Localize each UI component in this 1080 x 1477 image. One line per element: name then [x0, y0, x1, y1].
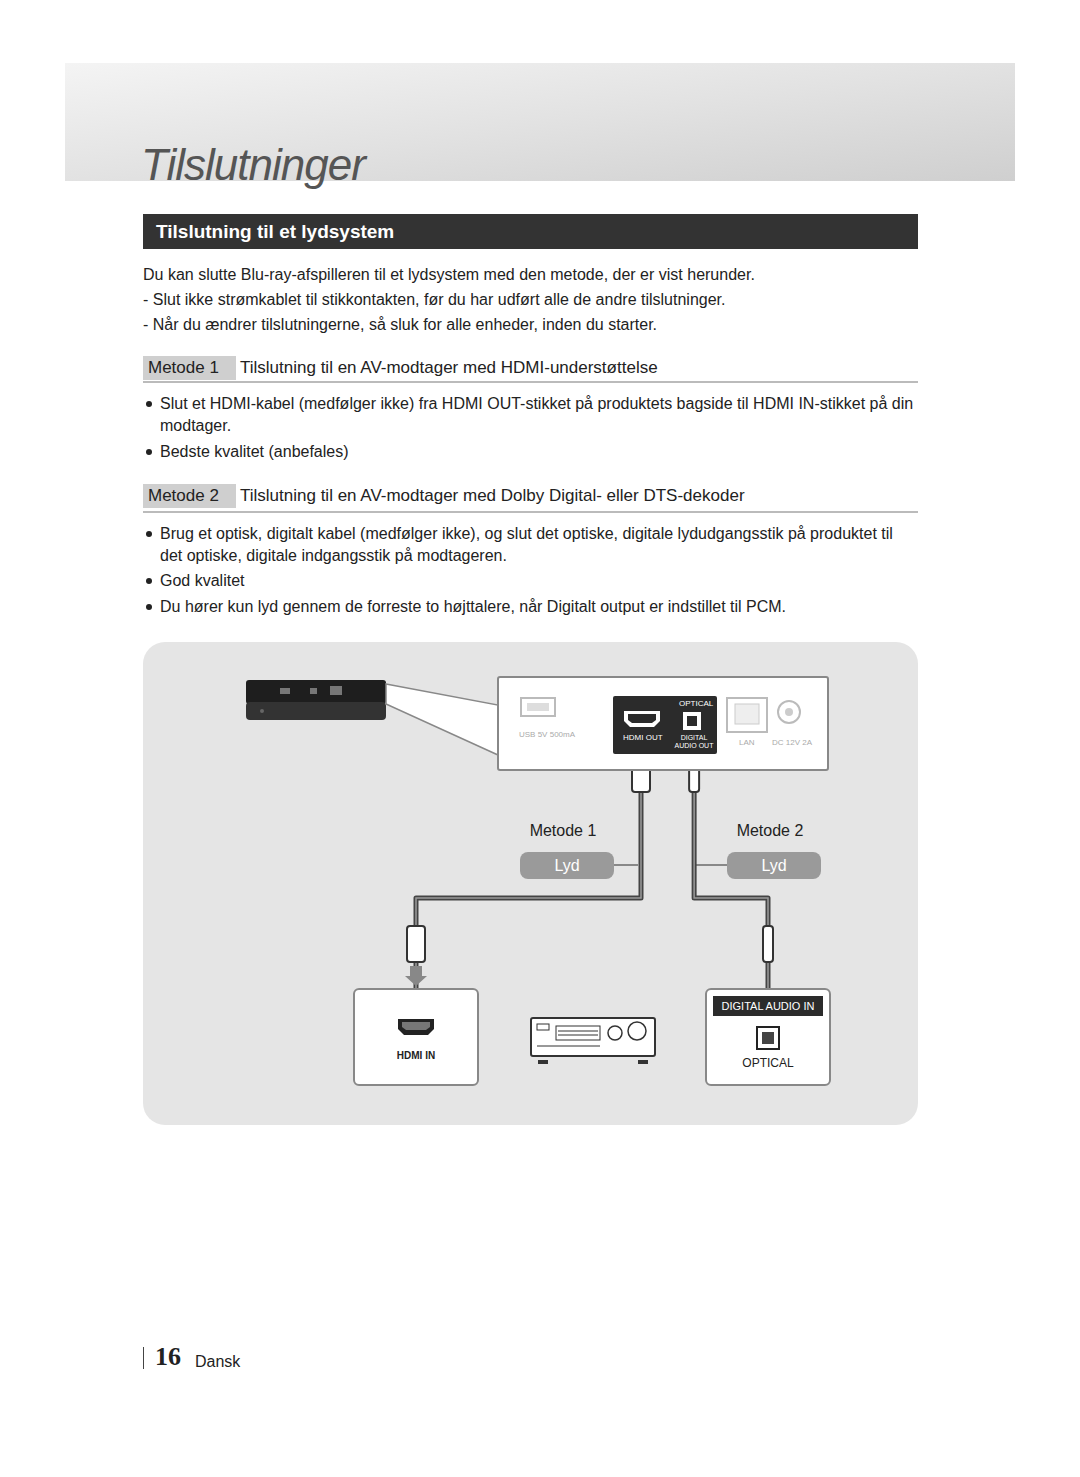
cable [405, 754, 650, 988]
port-shape [727, 698, 767, 732]
receiver-device [531, 1018, 655, 1064]
port-icon [725, 696, 771, 736]
pill-text: Lyd [520, 855, 614, 876]
port-icon [681, 710, 705, 732]
method-tag-text: Metode 2 [148, 486, 231, 506]
bullet-dot [146, 604, 152, 610]
port-icon [622, 708, 662, 730]
port-label: DC 12V 2A [772, 738, 812, 747]
zoom-callout [386, 684, 498, 755]
section-band: Tilslutning til et lydsystem [143, 214, 918, 249]
port-shape [785, 708, 793, 716]
port-shape [628, 714, 656, 723]
port-label: OPTICAL [679, 699, 713, 708]
section-heading: Tilslutning til et lydsystem [156, 220, 905, 243]
port-label: HDMI IN [355, 1050, 477, 1061]
port-icon [396, 1016, 436, 1038]
figure-panel [143, 642, 918, 1125]
rule [143, 381, 918, 383]
bullet-dot [146, 449, 152, 455]
port-shape [624, 711, 660, 727]
audio-pill: Metode 2Lyd [727, 852, 821, 879]
port-shape [402, 1022, 430, 1030]
body-text: - Når du ændrer tilslutningerne, så sluk… [143, 314, 918, 336]
footer-rule [143, 1347, 144, 1369]
bullet-dot [146, 578, 152, 584]
port-shape [398, 1019, 434, 1035]
bullet-text: Slut et HDMI-kabel (medfølger ikke) fra … [160, 393, 918, 437]
pill-text: Lyd [727, 855, 821, 876]
bullet-dot [146, 531, 152, 537]
bullet-dot [146, 401, 152, 407]
port-shape [757, 1027, 779, 1049]
cable-highlight [416, 754, 641, 988]
port-label: DIGITAL AUDIO OUT [674, 734, 714, 750]
method-label: Metode 2 [727, 822, 813, 840]
port-label: LAN [739, 738, 755, 747]
port-label: USB 5V 500mA [519, 730, 575, 739]
body-text: Du kan slutte Blu-ray-afspilleren til et… [143, 264, 918, 286]
page-title: Tilslutninger [141, 140, 365, 190]
optical-in-callout: DIGITAL AUDIO IN OPTICAL [705, 988, 831, 1086]
port-icon [756, 1026, 780, 1050]
body-text: Tilslutning til en AV-modtager med HDMI-… [240, 357, 918, 378]
insert-arrow [405, 966, 427, 986]
method-tag: Metode 1 [143, 356, 236, 380]
body-text: Tilslutning til en AV-modtager med Dolby… [240, 485, 918, 506]
plug [407, 926, 425, 962]
page-footer: 16 [155, 1342, 195, 1372]
port-shape [687, 716, 697, 726]
body-text: - Slut ikke strømkablet til stikkontakte… [143, 289, 918, 311]
bullet-text: Brug et optisk, digitalt kabel (medfølge… [160, 523, 918, 567]
port-band: DIGITAL AUDIO IN [713, 996, 823, 1016]
cable-line [416, 754, 641, 988]
tie-line [693, 864, 727, 866]
port-shape [521, 698, 555, 716]
method-tag-text: Metode 1 [148, 358, 231, 378]
port-shape [527, 703, 549, 711]
player-device [246, 680, 386, 720]
audio-pill: Metode 1Lyd [520, 852, 614, 879]
plug [763, 926, 773, 962]
page-footer: Dansk [195, 1351, 275, 1373]
method-label: Metode 1 [520, 822, 606, 840]
port-icon [775, 698, 805, 728]
output-ports-box: HDMI OUT OPTICAL DIGITAL AUDIO OUT [613, 696, 717, 754]
port-label: HDMI OUT [623, 733, 663, 742]
bullet-text: God kvalitet [160, 570, 918, 592]
back-panel-callout: USB 5V 500mA LAN DC 12V 2A HDMI OUT OPTICAL D… [497, 676, 829, 771]
port-icon [519, 692, 559, 722]
port-shape [762, 1032, 774, 1044]
bullet-text: Bedste kvalitet (anbefales) [160, 441, 918, 463]
port-shape [735, 704, 759, 724]
method-tag: Metode 2 [143, 484, 236, 508]
rule [143, 511, 918, 513]
port-shape [683, 712, 701, 730]
bullet-text: Du hører kun lyd gennem de forreste to h… [160, 596, 918, 618]
port-label: OPTICAL [707, 1056, 829, 1070]
hdmi-in-callout: HDMI IN [353, 988, 479, 1086]
port-shape [778, 701, 800, 723]
